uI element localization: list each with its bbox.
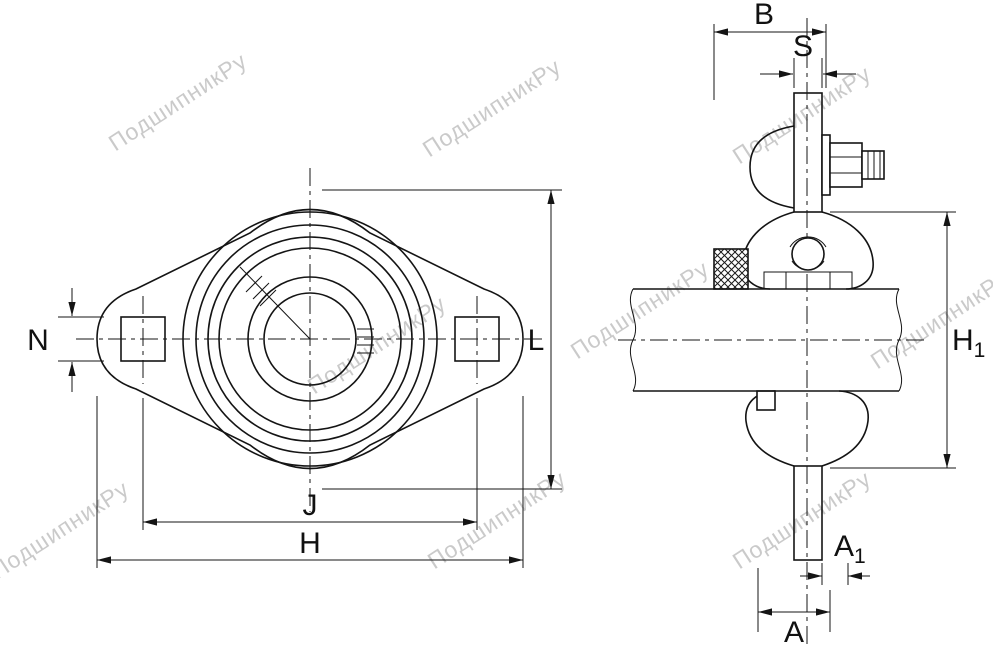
bolt-hole-right: [454, 316, 500, 362]
inner-ring-sleeve: [756, 390, 776, 411]
radius-line: [239, 266, 311, 340]
dim-label-h1: H1: [952, 324, 985, 362]
outer-race-top: [789, 236, 827, 248]
side-view: [618, 18, 928, 648]
front-dimensions: N L J H: [27, 189, 562, 568]
dim-label-j: J: [303, 489, 318, 522]
dim-label-a: A: [784, 616, 804, 649]
dim-h1: H1: [830, 211, 985, 469]
shaft: [629, 288, 903, 392]
flange-plate-top-section: [793, 92, 823, 213]
dim-label-l: L: [528, 324, 545, 357]
dim-label-n: N: [27, 324, 49, 357]
flange-outline: [96, 208, 524, 470]
front-view: [76, 168, 544, 512]
dim-l: L: [322, 189, 562, 490]
bolt-head: [829, 142, 863, 188]
dim-a1: A1: [800, 530, 870, 585]
bore-hatch-ticks: [245, 275, 374, 354]
shaft-break-right: [895, 288, 903, 392]
dim-label-a1: A1: [834, 530, 866, 568]
hex-bolt: [821, 134, 885, 196]
flange-ear-profile: [749, 125, 795, 209]
flange-plate-bottom-section: [793, 465, 823, 561]
dim-n: N: [27, 288, 104, 392]
shaft-break-left: [629, 288, 637, 392]
bearing-ball: [791, 237, 825, 271]
dim-j: J: [142, 398, 478, 530]
dim-h: H: [96, 396, 524, 568]
set-screw-collar: [713, 248, 749, 290]
side-dimensions: B S H1 A1: [713, 0, 985, 649]
bearing-inner-ring: [763, 271, 853, 290]
bearing-circles: [182, 211, 438, 467]
bolt-washer: [821, 134, 831, 196]
bolt-hole-left: [120, 316, 166, 362]
dim-s: S: [760, 30, 856, 88]
bolt-thread-end: [861, 150, 885, 180]
dim-label-b: B: [754, 0, 774, 31]
dim-a: A: [757, 568, 831, 649]
dim-label-h: H: [299, 527, 321, 560]
dim-b: B: [713, 0, 827, 100]
dim-label-s: S: [793, 30, 813, 63]
